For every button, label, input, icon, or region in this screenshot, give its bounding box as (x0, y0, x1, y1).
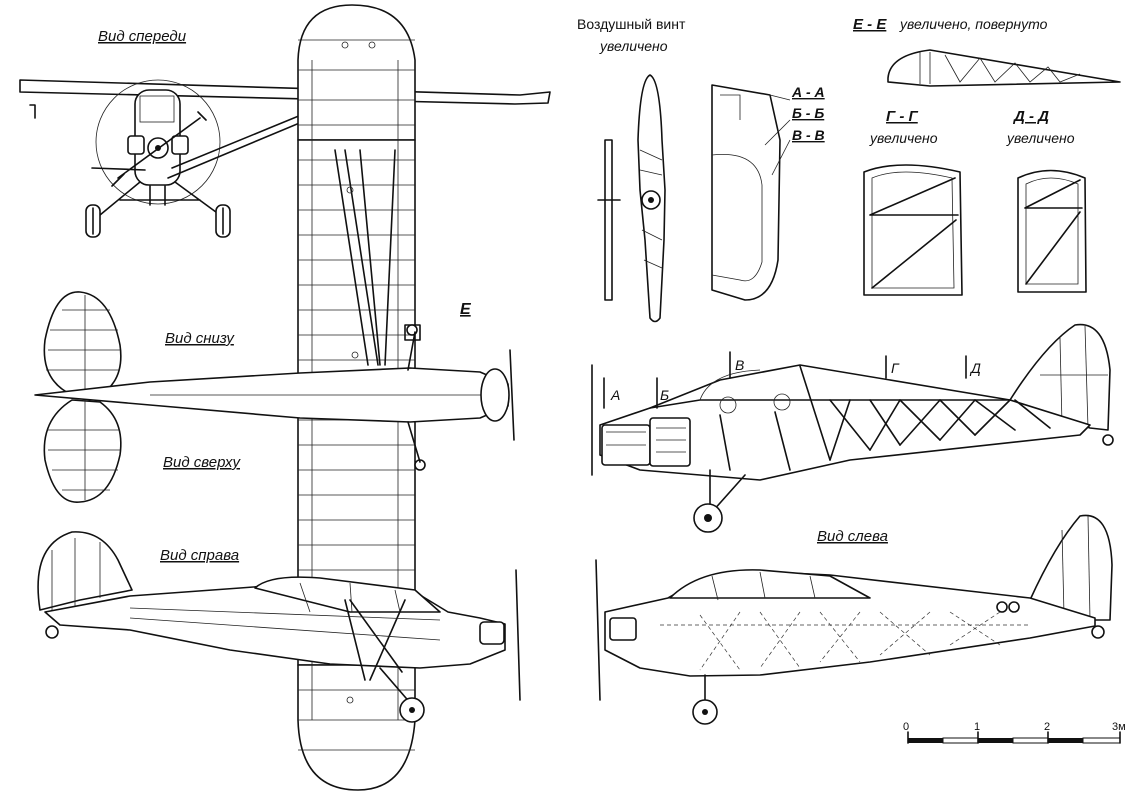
cut-marker-a: А (610, 387, 620, 403)
left-view (595, 514, 1113, 725)
right-view-label: Вид справа (160, 547, 239, 564)
front-view-label: Вид спереди (98, 28, 187, 45)
section-g-note: увеличено (869, 130, 938, 146)
section-d-label: Д - Д (1012, 108, 1049, 125)
section-e-title: Е - Е (853, 16, 887, 33)
propeller-subtitle: увеличено (599, 38, 668, 54)
scale-tick-3: 3м (1112, 721, 1126, 733)
fuselage-section-d (1017, 169, 1087, 293)
propeller-drawing (597, 74, 666, 323)
section-e-marker: Е (460, 301, 472, 318)
wing-section-e (887, 49, 1121, 87)
fuselage-section-g (863, 164, 963, 296)
front-view (19, 79, 551, 238)
top-view-label: Вид сверху (163, 454, 241, 471)
right-view (37, 531, 521, 723)
scale-tick-0: 0 (903, 721, 909, 733)
fuselage-structure-view (591, 323, 1114, 533)
section-a-label: А - А (791, 84, 825, 100)
cut-marker-d: Д (969, 360, 981, 376)
bottom-view-label: Вид снизу (165, 330, 235, 347)
section-e-note: увеличено, повернуто (899, 16, 1048, 32)
section-g-label: Г - Г (886, 108, 919, 125)
scale-tick-1: 1 (974, 721, 980, 733)
section-b-label: Б - Б (792, 105, 824, 121)
scale-tick-2: 2 (1044, 721, 1050, 733)
propeller-title: Воздушный винт (577, 16, 686, 32)
spinner-sections-drawing (711, 84, 791, 301)
cut-marker-b: Б (660, 387, 669, 403)
section-d-note: увеличено (1006, 130, 1075, 146)
bottom-view-fuselage (34, 291, 515, 503)
scale-bar: 0 1 2 3м (903, 721, 1126, 744)
cut-marker-v: В (735, 357, 744, 373)
left-view-label: Вид слева (817, 528, 888, 545)
section-v-label: В - В (792, 127, 825, 143)
cut-marker-g: Г (891, 360, 900, 376)
